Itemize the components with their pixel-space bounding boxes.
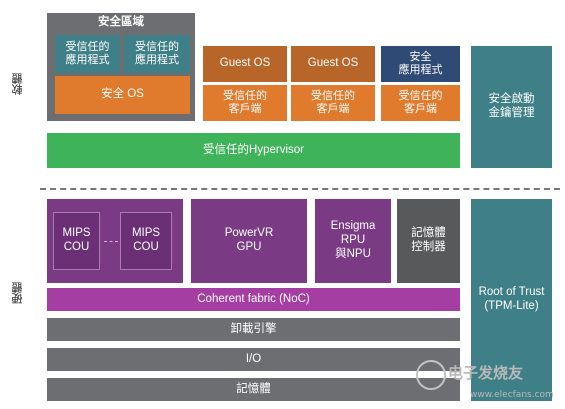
coherent-fabric-label: Coherent fabric (NoC) [197, 292, 310, 305]
mips-core-2: MIPS COU [120, 212, 172, 270]
memory-controller-line2: 控制器 [411, 241, 446, 253]
powervr-line2: GPU [236, 241, 262, 253]
offload-engine: 卸載引擎 [47, 318, 460, 341]
mips-core-1-line1: MIPS [62, 227, 91, 240]
secure-boot-line1: 安全啟動 [488, 93, 535, 106]
trusted-app-1: 受信任的 應用程式 [55, 35, 120, 73]
trusted-app-2: 受信任的 應用程式 [124, 35, 190, 73]
trusted-client-1: 受信任的 客戶端 [203, 85, 287, 121]
trusted-hypervisor: 受信任的Hypervisor [47, 133, 460, 168]
secure-os: 安全 OS [55, 76, 190, 114]
ensigma-rpu-npu: Ensigma RPU 與NPU [315, 199, 391, 283]
trusted-app-1-line1: 受信任的 [65, 40, 110, 53]
memory-controller: 記憶體 控制器 [397, 199, 460, 283]
trusted-app-2-line1: 受信任的 [135, 40, 179, 53]
trusted-app-2-line2: 應用程式 [135, 54, 179, 66]
secure-os-label: 安全 OS [101, 88, 144, 101]
software-hardware-divider [40, 188, 560, 190]
coherent-fabric: Coherent fabric (NoC) [47, 288, 460, 311]
ensigma-line1: Ensigma [330, 220, 376, 233]
mips-core-2-line2: COU [133, 241, 159, 253]
trusted-client-1-line2: 客戶端 [228, 103, 262, 115]
trusted-client-2-line1: 受信任的 [311, 89, 355, 102]
guest-os-1: Guest OS [203, 46, 287, 82]
root-of-trust-line1: Root of Trust [478, 286, 545, 299]
guest-os-1-label: Guest OS [219, 57, 271, 70]
watermark-logo-icon [416, 360, 446, 390]
powervr-line1: PowerVR [224, 227, 274, 240]
ensigma-line2: RPU [340, 234, 366, 247]
secure-app-line2: 應用程式 [398, 64, 443, 76]
software-label: 軟體 [11, 73, 24, 95]
root-of-trust-line2: (TPM-Lite) [484, 300, 539, 312]
security-zone-title: 安全區域 [98, 16, 144, 28]
hypervisor-label: 受信任的Hypervisor [203, 143, 304, 156]
ensigma-line3: 與NPU [335, 247, 371, 260]
mips-core-1: MIPS COU [53, 212, 100, 270]
mips-core-2-line1: MIPS [131, 227, 161, 240]
trusted-client-3-line2: 客戶端 [404, 103, 437, 115]
trusted-client-3: 受信任的 客戶端 [381, 85, 460, 121]
trusted-client-3-line1: 受信任的 [398, 89, 443, 102]
powervr-gpu: PowerVR GPU [191, 199, 307, 283]
root-of-trust: Root of Trust (TPM-Lite) [471, 199, 552, 401]
io-label: I/O [245, 352, 262, 365]
secure-app: 安全 應用程式 [381, 46, 460, 82]
secure-boot-line2: 金鑰管理 [488, 107, 535, 119]
trusted-client-2: 受信任的 客戶端 [291, 85, 375, 121]
io-bar: I/O [47, 348, 460, 371]
guest-os-2-label: Guest OS [307, 57, 359, 70]
trusted-client-1-line1: 受信任的 [223, 89, 267, 102]
memory-bar: 記憶體 [47, 378, 460, 401]
watermark-text: 电子发烧友 [448, 364, 524, 382]
trusted-client-2-line2: 客戶端 [316, 103, 350, 115]
secure-app-line1: 安全 [409, 50, 432, 63]
secure-boot-key-management: 安全啟動 金鑰管理 [471, 46, 552, 168]
offload-engine-label: 卸載引擎 [230, 322, 277, 335]
watermark-url: www.elecfans.com [470, 390, 554, 400]
cpu-link-dashes [104, 241, 118, 242]
memory-label: 記憶體 [236, 382, 271, 395]
mips-core-1-line2: COU [63, 241, 90, 253]
guest-os-2: Guest OS [291, 46, 375, 82]
hardware-label: 硬體 [11, 282, 24, 304]
trusted-app-1-line2: 應用程式 [65, 54, 110, 66]
memory-controller-line1: 記憶體 [411, 227, 446, 240]
